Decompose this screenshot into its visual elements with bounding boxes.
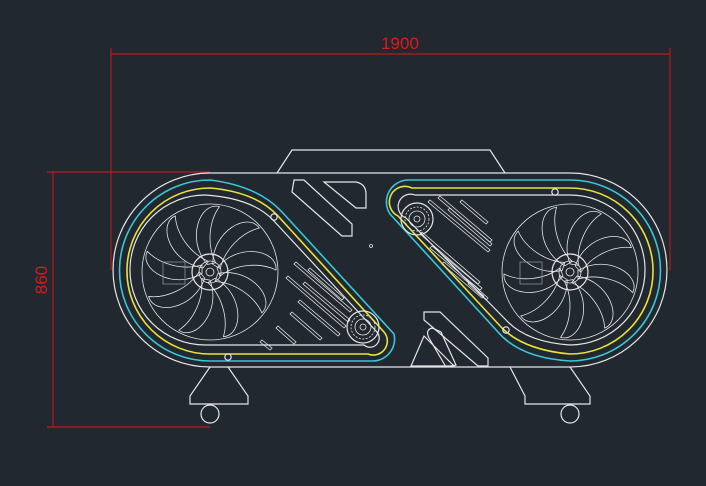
left-roller-icon <box>346 310 380 344</box>
left-belt-assembly <box>118 179 396 362</box>
base-legs <box>189 366 591 424</box>
right-fan-icon <box>501 203 640 342</box>
center-cutouts <box>291 179 489 368</box>
height-dimension-label: 860 <box>32 266 51 294</box>
height-dimension: 860 <box>32 171 210 428</box>
width-dimension-label: 1900 <box>381 34 419 53</box>
right-belt-assembly <box>385 179 662 362</box>
left-fan-icon <box>140 202 279 341</box>
right-roller-icon <box>400 202 434 236</box>
right-wheel <box>560 404 580 424</box>
top-cover <box>276 149 506 174</box>
warning-triangle-icon <box>410 334 456 367</box>
left-wheel <box>200 404 220 424</box>
width-dimension: 1900 <box>110 34 671 270</box>
